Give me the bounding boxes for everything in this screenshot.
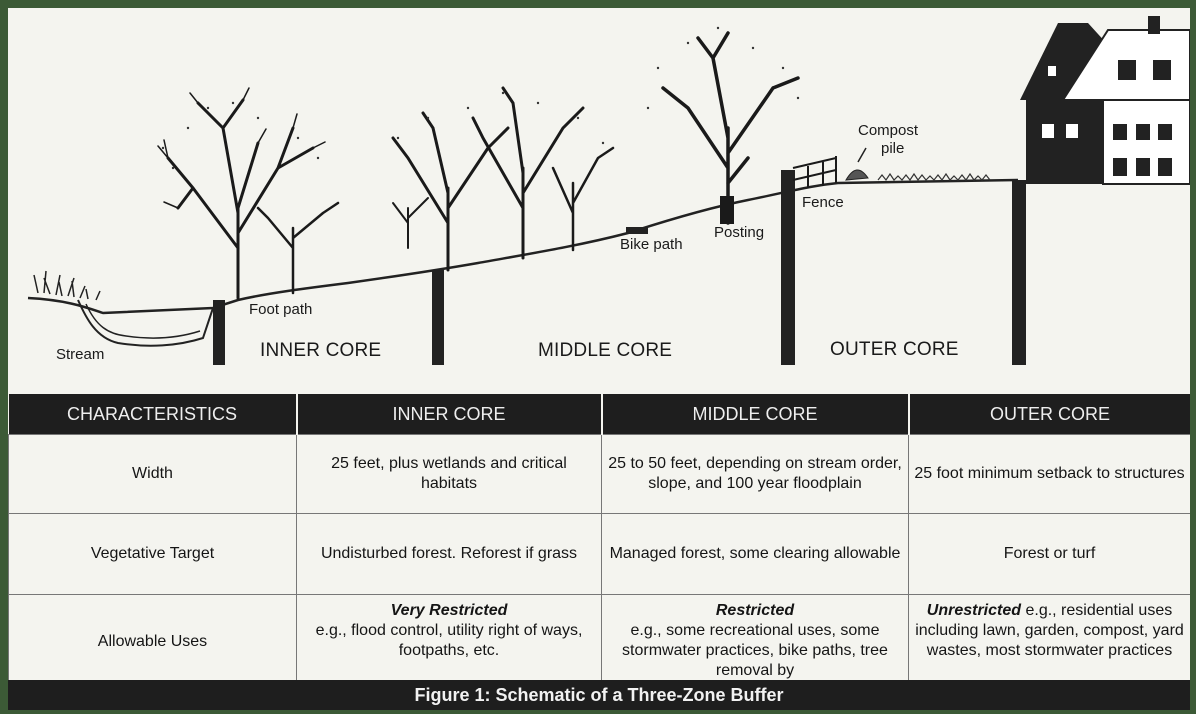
buffer-table: CHARACTERISTICS INNER CORE MIDDLE CORE O… [8,394,1190,690]
house [1020,16,1190,184]
uses-outer-emphasis: Unrestricted [927,602,1021,619]
divider-post-3 [781,170,795,365]
label-posting: Posting [714,224,764,241]
label-fence: Fence [802,194,844,211]
header-characteristics: CHARACTERISTICS [9,394,297,435]
row-label-width: Width [9,435,297,514]
table-header-row: CHARACTERISTICS INNER CORE MIDDLE CORE O… [9,394,1191,435]
header-middle-core: MIDDLE CORE [602,394,909,435]
cell-uses-outer: Unrestricted e.g., residential uses incl… [909,595,1191,690]
figure-panel: { "illustration": { "labels": { "stream"… [8,8,1190,710]
label-compost-line1: Compost [858,122,918,139]
cell-uses-middle: Restricted e.g., some recreational uses,… [602,595,909,690]
lawn-texture [878,174,990,180]
zone-label-middle: MIDDLE CORE [538,340,672,362]
table-row: Allowable Uses Very Restricted e.g., flo… [9,595,1191,690]
header-outer-core: OUTER CORE [909,394,1191,435]
label-stream: Stream [56,346,104,363]
cell-width-outer: 25 foot minimum setback to structures [909,435,1191,514]
cell-uses-inner: Very Restricted e.g., flood control, uti… [297,595,602,690]
grass-clump [34,271,100,300]
cell-width-inner: 25 feet, plus wetlands and critical habi… [297,435,602,514]
compost-pile [846,170,868,180]
figure-caption: Figure 1: Schematic of a Three-Zone Buff… [8,680,1190,710]
divider-post-2 [432,270,444,365]
uses-middle-emphasis: Restricted [606,601,904,621]
zone-label-outer: OUTER CORE [830,339,959,361]
uses-middle-text: e.g., some recreational uses, some storm… [622,622,888,679]
cell-vegetation-middle: Managed forest, some clearing allowable [602,514,909,595]
label-compost-line2: pile [881,140,904,157]
row-label-allowable-uses: Allowable Uses [9,595,297,690]
cell-vegetation-outer: Forest or turf [909,514,1191,595]
uses-inner-emphasis: Very Restricted [301,601,597,621]
table-row: Vegetative Target Undisturbed forest. Re… [9,514,1191,595]
divider-post-1 [213,300,225,365]
zone-label-inner: INNER CORE [260,340,381,362]
uses-inner-text: e.g., flood control, utility right of wa… [316,622,583,659]
row-label-vegetative-target: Vegetative Target [9,514,297,595]
cell-vegetation-inner: Undisturbed forest. Reforest if grass [297,514,602,595]
divider-post-4 [1012,180,1026,365]
label-foot-path: Foot path [249,301,312,318]
buffer-illustration [8,8,1190,390]
table-row: Width 25 feet, plus wetlands and critica… [9,435,1191,514]
tree-group-inner [158,88,338,298]
header-inner-core: INNER CORE [297,394,602,435]
bike-path-marker [626,227,648,234]
label-bike-path: Bike path [620,236,683,253]
cell-width-middle: 25 to 50 feet, depending on stream order… [602,435,909,514]
